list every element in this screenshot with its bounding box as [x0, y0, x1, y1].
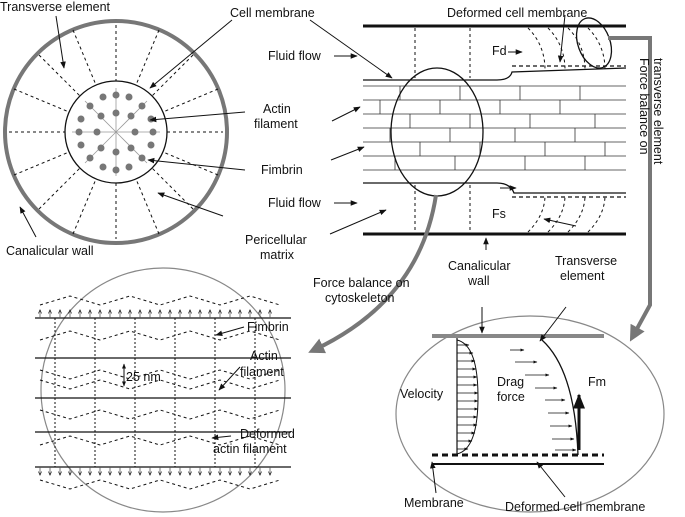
- label-fluid-flow-bottom: Fluid flow: [268, 196, 322, 210]
- label-velocity: Velocity: [400, 387, 444, 401]
- cytoskeleton-panel: [35, 267, 291, 513]
- longitudinal-section-panel: [309, 14, 627, 250]
- deformed-transverse-element: [541, 339, 579, 456]
- label-fm: Fm: [588, 375, 606, 389]
- actin-filament-bundle: [363, 85, 626, 171]
- velocity-profile-arrows: [457, 343, 479, 451]
- label-actin-b1: Actin: [250, 349, 278, 363]
- fimbrin-spokes: [72, 88, 160, 176]
- label-fimbrin-top: Fimbrin: [261, 163, 303, 177]
- label-pericellular-2: matrix: [260, 248, 295, 262]
- cell-membrane-top: [363, 67, 627, 81]
- cell-membrane-circle: [64, 80, 168, 184]
- label-canalicular-wall-mid-2: wall: [467, 274, 490, 288]
- label-deformed-actin-2: actin filament: [213, 442, 287, 456]
- label-deformed-cell-membrane-bottom: Deformed cell membrane: [505, 500, 645, 514]
- label-force-balance-transverse-2: transverse element: [651, 58, 665, 165]
- label-transverse-element-mid-2: element: [560, 269, 605, 283]
- labels: Transverse element Cell membrane Deforme…: [0, 0, 665, 514]
- label-fd: Fd: [492, 44, 507, 58]
- label-cell-membrane: Cell membrane: [230, 6, 315, 20]
- label-pericellular-1: Pericellular: [245, 233, 307, 247]
- transverse-elements-long: [414, 27, 606, 233]
- cytoskeleton-highlight-ellipse: [390, 67, 484, 197]
- actin-filament-dots: [75, 91, 157, 174]
- connector-arrows: [308, 36, 652, 354]
- label-fs: Fs: [492, 207, 506, 221]
- transverse-elements: [9, 25, 223, 239]
- label-force-balance-cyto-2: cytoskeleton: [325, 291, 395, 305]
- drag-force-arrows: [510, 348, 577, 452]
- label-canalicular-wall-mid-1: Canalicular: [448, 259, 511, 273]
- label-membrane: Membrane: [404, 496, 464, 510]
- transverse-highlight-ellipse: [575, 17, 613, 69]
- label-actin-1: Actin: [263, 102, 291, 116]
- label-transverse-element-top: Transverse element: [0, 0, 111, 14]
- canalicular-wall-ring: [3, 19, 229, 245]
- label-fluid-flow-top: Fluid flow: [268, 49, 322, 63]
- label-25-nm: 25 nm: [126, 370, 161, 384]
- label-actin-2: filament: [254, 117, 298, 131]
- cell-membrane-bottom: [363, 182, 626, 194]
- label-transverse-element-mid-1: Transverse: [555, 254, 617, 268]
- cross-section-panel: [3, 15, 246, 245]
- label-deformed-cell-membrane-top: Deformed cell membrane: [447, 6, 587, 20]
- label-deformed-actin-1: Deformed: [240, 427, 295, 441]
- label-canalicular-wall-left: Canalicular wall: [6, 244, 94, 258]
- label-force-balance-cyto-1: Force balance on: [313, 276, 410, 290]
- label-drag-2: force: [497, 390, 525, 404]
- label-force-balance-transverse-1: Force balance on: [637, 58, 651, 155]
- label-actin-b2: filament: [240, 365, 284, 379]
- label-fimbrin-bottom: Fimbrin: [247, 320, 289, 334]
- label-drag-1: Drag: [497, 375, 524, 389]
- transverse-force-panel: [395, 306, 665, 513]
